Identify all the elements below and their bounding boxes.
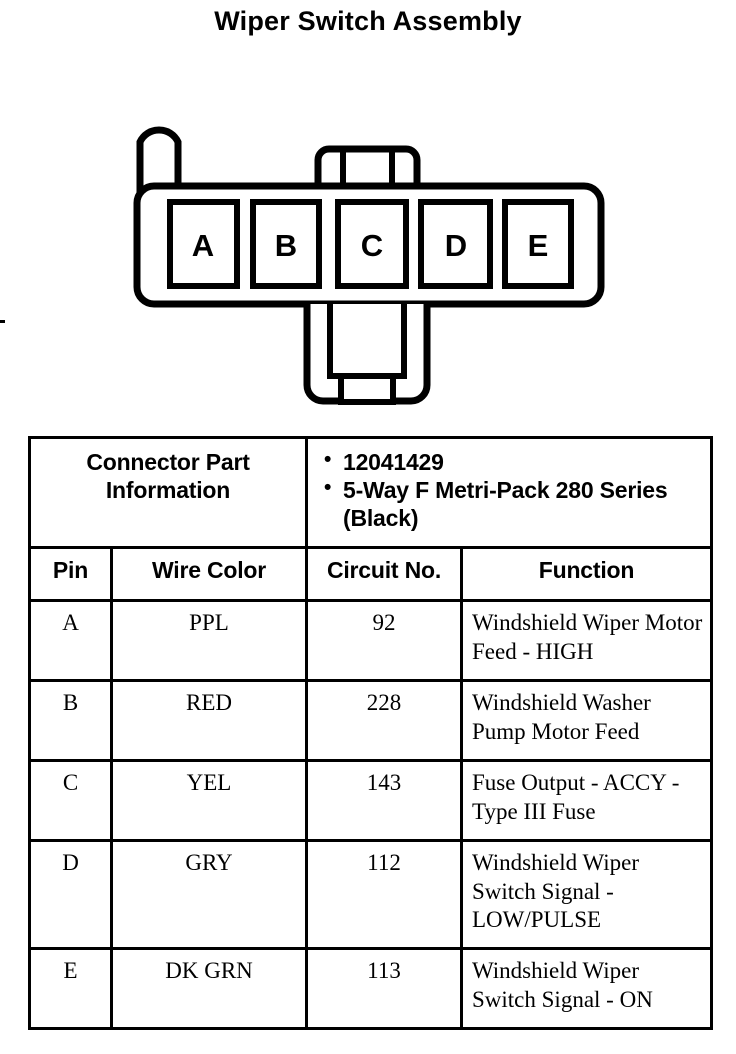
cavity-e (502, 199, 574, 289)
table-row: C YEL 143 Fuse Output - ACCY - Type III … (28, 758, 713, 842)
cell-function: Windshield Washer Pump Motor Feed (460, 678, 713, 762)
cavity-label-e: E (528, 228, 549, 263)
cell-pin: A (28, 598, 113, 682)
part-info-bullet-list: 12041429 5-Way F Metri-Pack 280 Series (… (322, 447, 704, 532)
table-header-row: Pin Wire Color Circuit No. Function (28, 546, 713, 602)
cavity-label-b: B (275, 228, 297, 263)
top-locking-tab (314, 145, 421, 188)
column-header-circuit-no: Circuit No. (305, 546, 463, 602)
cell-pin: C (28, 758, 113, 842)
cell-pin: E (28, 947, 113, 1031)
cavity-label-a: A (192, 228, 214, 263)
page-title: Wiper Switch Assembly (214, 6, 522, 36)
cavity-group: A B C D E (167, 199, 574, 289)
cavity-label-d: D (445, 228, 467, 263)
connector-diagram: A B C D E (0, 104, 736, 424)
cell-function: Windshield Wiper Motor Feed - HIGH (460, 598, 713, 682)
cell-circuit-no: 92 (305, 598, 463, 682)
scan-artifact-mark (0, 320, 5, 323)
cell-circuit-no: 228 (305, 678, 463, 762)
part-info-label: Connector Part Information (28, 435, 308, 550)
cavity-d (418, 199, 493, 289)
cell-wire-color: YEL (110, 758, 308, 842)
part-info-bullet-series: 5-Way F Metri-Pack 280 Series (Black) (322, 475, 704, 532)
cavity-a (167, 199, 240, 289)
connector-information-table: Connector Part Information 12041429 5-Wa… (28, 435, 713, 1031)
table-row: D GRY 112 Windshield Wiper Switch Signal… (28, 838, 713, 951)
cavity-b (250, 199, 322, 289)
cell-pin: D (28, 838, 113, 951)
cell-wire-color: DK GRN (110, 947, 308, 1031)
table-row: E DK GRN 113 Windshield Wiper Switch Sig… (28, 947, 713, 1031)
cell-circuit-no: 112 (305, 838, 463, 951)
cell-wire-color: GRY (110, 838, 308, 951)
cell-function: Windshield Wiper Switch Signal - LOW/PUL… (460, 838, 713, 951)
cell-pin: B (28, 678, 113, 762)
column-header-function: Function (460, 546, 713, 602)
table-row: B RED 228 Windshield Washer Pump Motor F… (28, 678, 713, 762)
cell-wire-color: PPL (110, 598, 308, 682)
table-row-part-info: Connector Part Information 12041429 5-Wa… (28, 435, 713, 550)
table-row: A PPL 92 Windshield Wiper Motor Feed - H… (28, 598, 713, 682)
column-header-pin: Pin (28, 546, 113, 602)
part-info-bullet-number: 12041429 (322, 447, 704, 476)
bottom-latch-nub (338, 373, 396, 405)
cell-wire-color: RED (110, 678, 308, 762)
part-info-values: 12041429 5-Way F Metri-Pack 280 Series (… (305, 435, 713, 550)
cell-function: Fuse Output - ACCY - Type III Fuse (460, 758, 713, 842)
cell-circuit-no: 143 (305, 758, 463, 842)
cell-circuit-no: 113 (305, 947, 463, 1031)
cell-function: Windshield Wiper Switch Signal - ON (460, 947, 713, 1031)
cavity-label-c: C (361, 228, 383, 263)
cavity-c (335, 199, 409, 289)
column-header-wire-color: Wire Color (110, 546, 308, 602)
retention-finger (136, 126, 182, 294)
